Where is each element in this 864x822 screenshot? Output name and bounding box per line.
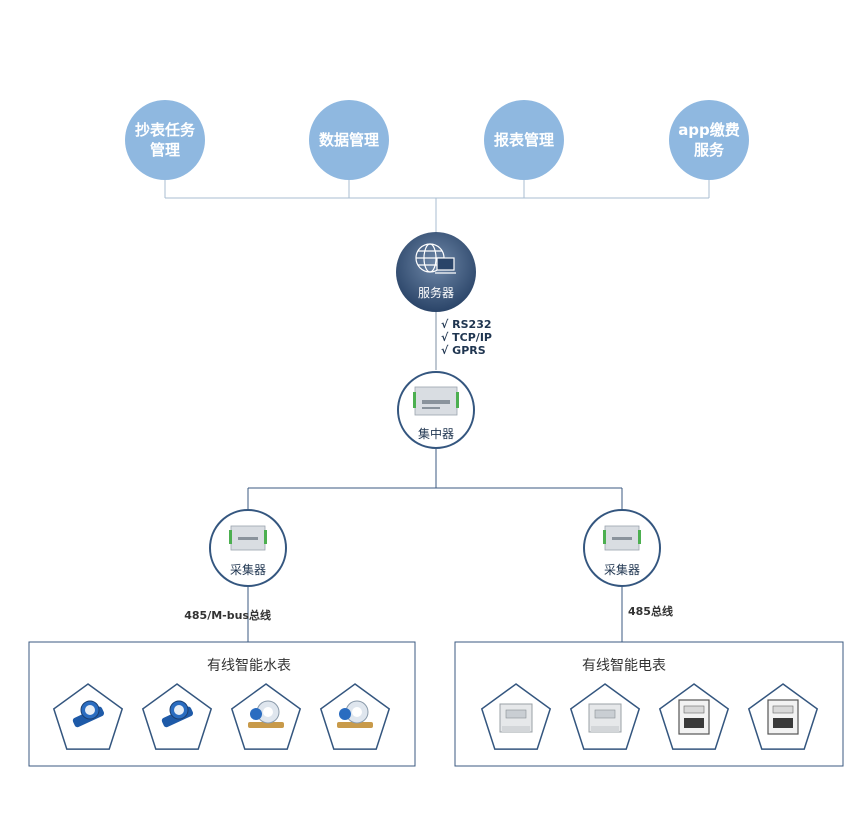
module-label-line2: 管理	[150, 141, 180, 159]
water-meter-group: 有线智能水表	[28, 641, 416, 767]
water-meter-device	[141, 683, 213, 750]
collector-label: 采集器	[230, 562, 266, 577]
svg-text:报表管理: 报表管理	[494, 131, 554, 149]
server-node[interactable]: 服务器	[396, 232, 476, 312]
protocol-list: √ RS232 √ TCP/IP √ GPRS	[441, 318, 492, 357]
water-meter-device	[230, 683, 302, 750]
group-title: 有线智能水表	[207, 658, 291, 674]
module-label-line1: 数据管理	[319, 131, 379, 149]
svg-text:app缴费: app缴费	[678, 121, 740, 139]
collector-device-icon	[603, 525, 641, 551]
module-data-management[interactable]: 数据管理	[309, 100, 389, 180]
water-meter-device	[319, 683, 391, 750]
concentrator-node[interactable]: 集中器	[397, 371, 475, 449]
group-title: 有线智能电表	[582, 658, 666, 674]
electric-meter-device	[480, 683, 552, 750]
module-app-payment[interactable]: app缴费 服务	[669, 100, 749, 180]
bus-label-electric: 485总线	[628, 604, 673, 618]
electric-device-list	[480, 683, 819, 750]
top-connectors	[164, 180, 710, 232]
collector-label: 采集器	[604, 562, 640, 577]
protocol-item: √ TCP/IP	[441, 331, 492, 344]
globe-computer-icon	[415, 243, 456, 274]
collector-node-electric[interactable]: 采集器	[583, 509, 661, 587]
module-label-line2: 服务	[694, 141, 725, 159]
concentrator-label: 集中器	[418, 426, 454, 441]
concentrator-device-icon	[413, 386, 459, 416]
svg-text:管理: 管理	[150, 141, 180, 159]
svg-text:抄表任务: 抄表任务	[135, 121, 196, 139]
collector-connectors	[247, 448, 623, 510]
water-device-list	[52, 683, 391, 750]
module-label-line1: 抄表任务	[135, 121, 196, 139]
electric-meter-device	[569, 683, 641, 750]
collector-device-icon	[229, 525, 267, 551]
bus-label-water: 485/M-bus总线	[184, 608, 271, 622]
electric-meter-device	[747, 683, 819, 750]
electric-meter-group: 有线智能电表	[454, 641, 844, 767]
water-meter-device	[52, 683, 124, 750]
server-label: 服务器	[418, 285, 454, 300]
collector-node-water[interactable]: 采集器	[209, 509, 287, 587]
module-label-line1: app缴费	[678, 121, 740, 139]
svg-text:服务: 服务	[694, 141, 725, 159]
module-report-management[interactable]: 报表管理	[484, 100, 564, 180]
electric-meter-device	[658, 683, 730, 750]
protocol-item: √ RS232	[441, 318, 492, 331]
protocol-item: √ GPRS	[441, 344, 486, 357]
svg-text:数据管理: 数据管理	[319, 131, 379, 149]
module-label-line1: 报表管理	[494, 131, 554, 149]
module-meter-reading-task[interactable]: 抄表任务 管理	[125, 100, 205, 180]
